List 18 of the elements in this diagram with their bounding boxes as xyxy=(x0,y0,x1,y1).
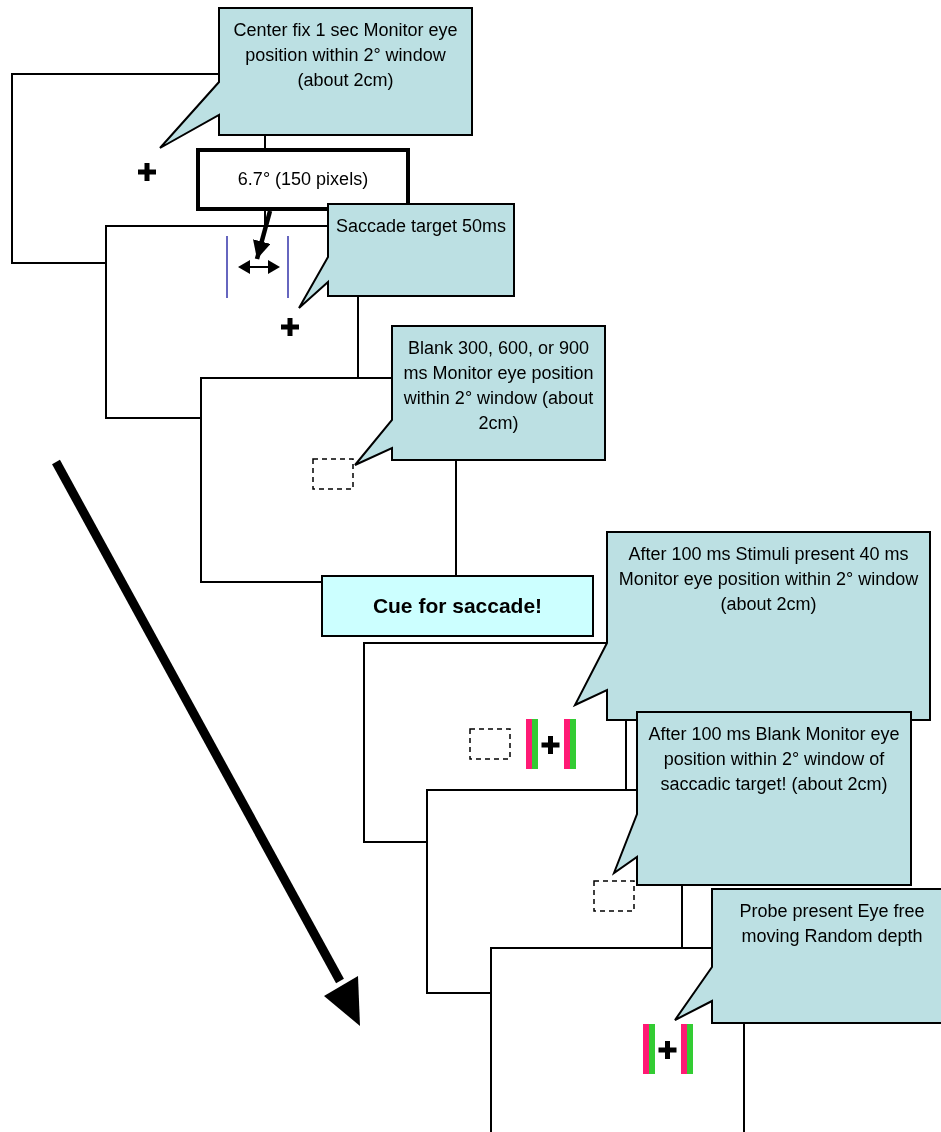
callout xyxy=(160,8,472,148)
callout-text: Saccade target 50ms xyxy=(334,215,508,238)
label-box xyxy=(196,148,410,211)
callout-text: After 100 ms Blank Monitor eye position within 2° window of saccadic target! (about 2cm) xyxy=(647,723,901,796)
callout xyxy=(355,326,605,465)
callout xyxy=(299,204,514,308)
callout xyxy=(614,712,911,885)
callout-text: Probe present Eye free moving Random depth xyxy=(738,900,926,948)
cue-box xyxy=(321,575,594,637)
box-text: 6.7° (150 pixels) xyxy=(237,169,369,190)
callout xyxy=(575,532,930,720)
callout-text: After 100 ms Stimuli present 40 ms Monitor eye position within 2° window (about 2cm) xyxy=(617,543,920,616)
arrow xyxy=(253,210,273,260)
callout-text: Blank 300, 600, or 900 ms Monitor eye position within 2° window (about 2cm) xyxy=(402,337,595,435)
callout xyxy=(675,889,941,1023)
double-arrow xyxy=(238,259,280,275)
box-text: Cue for saccade! xyxy=(372,594,543,618)
callout-text: Center fix 1 sec Monitor eye position within 2° window (about 2cm) xyxy=(232,19,459,92)
